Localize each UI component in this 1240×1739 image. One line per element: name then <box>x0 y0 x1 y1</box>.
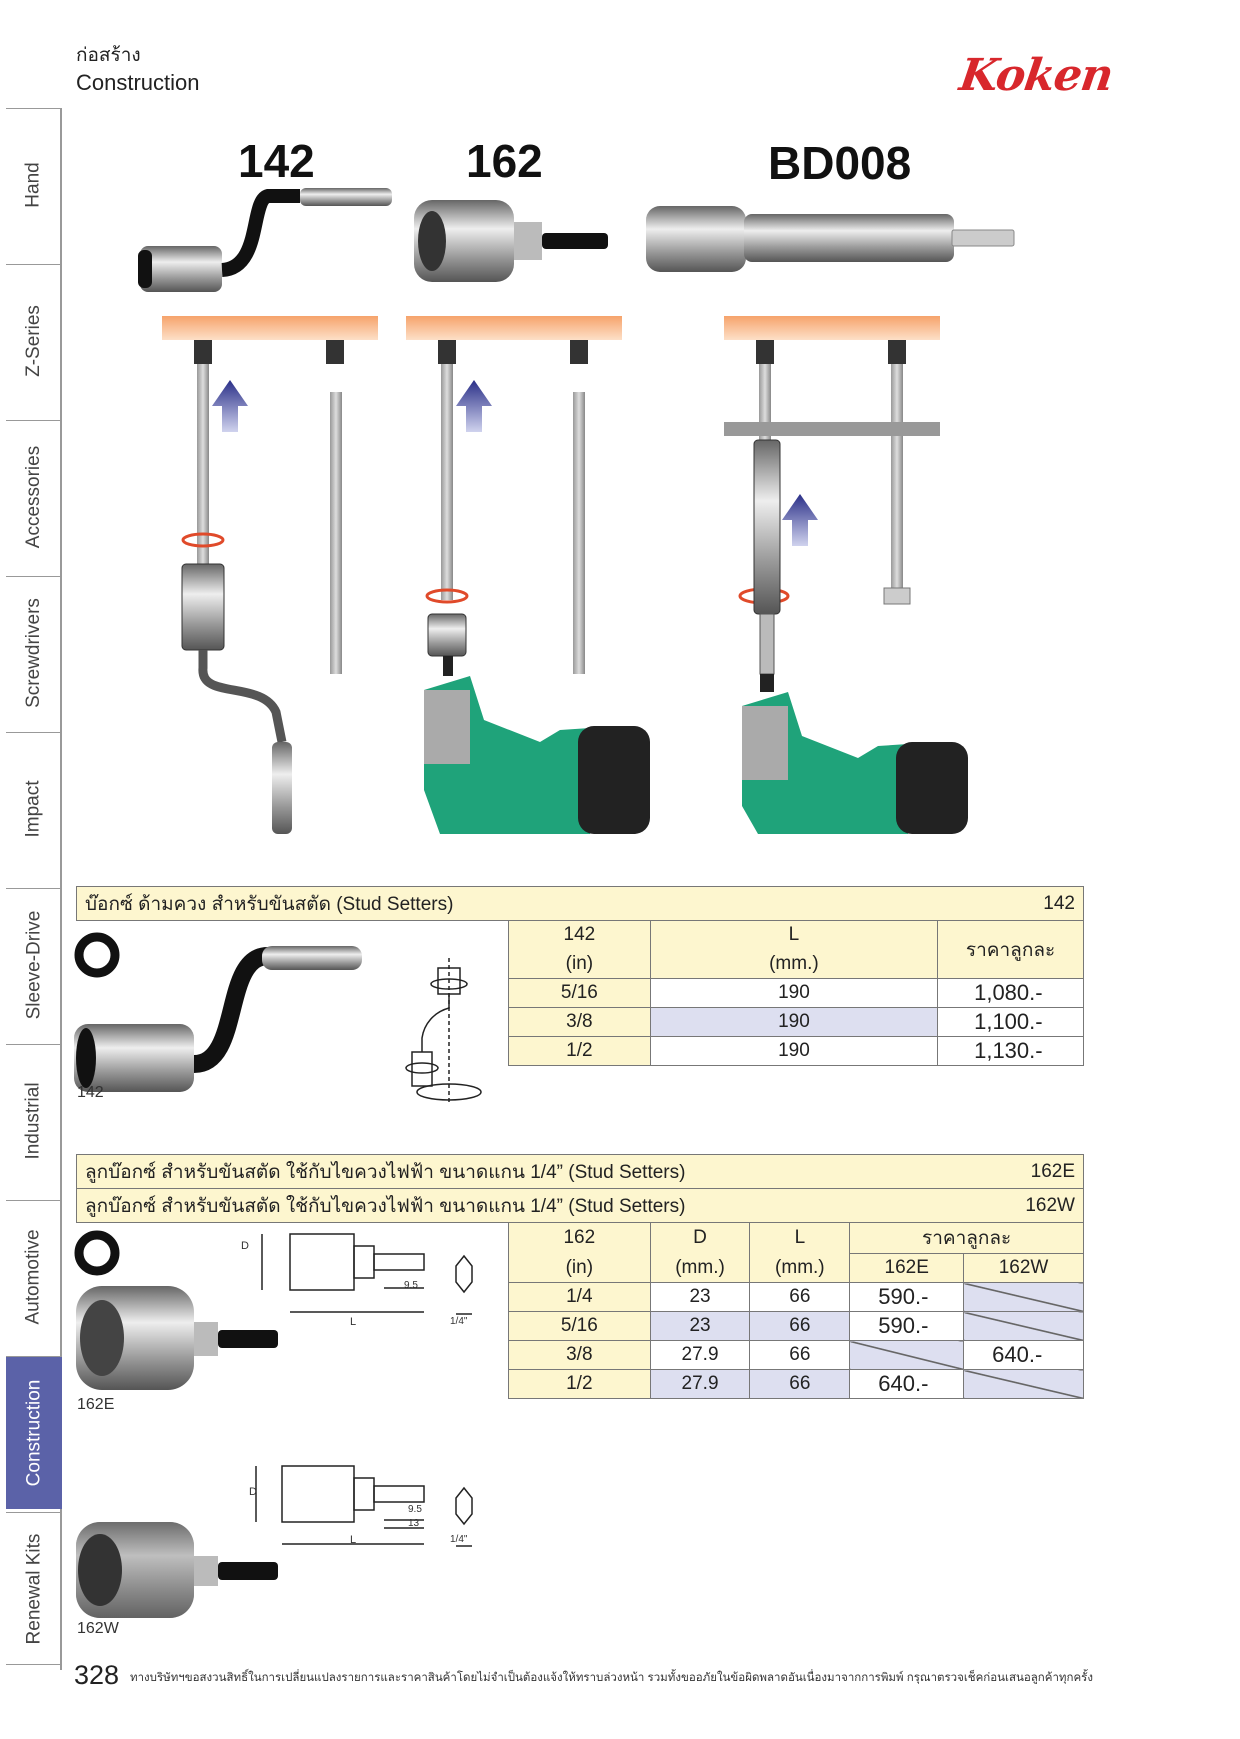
section-142-code: 142 <box>1043 892 1075 914</box>
usage-illustration <box>138 188 1015 834</box>
table-row: 1/4 23 66 590.- <box>508 1282 1084 1312</box>
tool-162w-detail-image <box>76 1465 473 1618</box>
tab-sleeve-drive[interactable]: Sleeve-Drive <box>6 888 62 1041</box>
tool-142-caption: 142 <box>77 1084 104 1101</box>
dim-13-label-w: 13 <box>408 1518 420 1529</box>
tool-162-photo <box>414 200 608 282</box>
tool-162e-caption: 162E <box>77 1396 115 1413</box>
tab-industrial[interactable]: Industrial <box>6 1044 62 1197</box>
tab-renewal-kits[interactable]: Renewal Kits <box>6 1512 62 1665</box>
section-142-header: บ๊อกซ์ ด้ามควง สำหรับขันสตัด (Stud Sette… <box>76 886 1084 921</box>
product-code-162: 162 <box>466 135 543 187</box>
section-162e-code: 162E <box>1030 1160 1075 1182</box>
not-available-cell <box>963 1311 1084 1341</box>
tab-construction[interactable]: Construction <box>6 1356 62 1509</box>
dim-quarter-label: 1/4" <box>450 1316 468 1327</box>
tab-hand[interactable]: Hand <box>6 108 62 261</box>
section-162e-header: ลูกบ๊อกซ์ สำหรับขันสตัด ใช้กับไขควงไฟฟ้า… <box>76 1154 1084 1189</box>
section-142-title: บ๊อกซ์ ด้ามควง สำหรับขันสตัด (Stud Sette… <box>85 893 454 915</box>
tab-impact[interactable]: Impact <box>6 732 62 885</box>
section-162w-title: ลูกบ๊อกซ์ สำหรับขันสตัด ใช้กับไขควงไฟฟ้า… <box>85 1195 686 1217</box>
dim-l-label-w: L <box>350 1534 357 1546</box>
tool-142-detail-image <box>74 932 482 1104</box>
table-row: 3/8 190 1,100.- <box>508 1007 1084 1037</box>
section-title-thai: ก่อสร้าง <box>76 45 141 66</box>
dim-d-label: D <box>241 1240 249 1252</box>
col-size-header: 162 <box>508 1222 651 1254</box>
tab-z-series[interactable]: Z-Series <box>6 264 62 417</box>
col-size-unit: (in) <box>508 949 651 979</box>
table-row: 1/2 190 1,130.- <box>508 1036 1084 1066</box>
col-price-162e: 162E <box>849 1253 965 1283</box>
tool-bd008-photo <box>646 206 1015 272</box>
tab-accessories[interactable]: Accessories <box>6 420 62 573</box>
dim-l-label: L <box>350 1316 357 1328</box>
table-row: 3/8 27.9 66 640.- <box>508 1340 1084 1370</box>
tool-142-photo <box>138 188 392 292</box>
dim-d-label-w: D <box>249 1486 257 1498</box>
col-price-header: ราคาลูกละ <box>937 920 1084 979</box>
dim-95-label: 9.5 <box>404 1280 418 1291</box>
table-row: 5/16 23 66 590.- <box>508 1311 1084 1341</box>
not-available-cell <box>963 1282 1084 1312</box>
table-142: 142 L ราคาลูกละ (in) (mm.) 5/16 190 1,08… <box>508 920 1084 1066</box>
col-size-unit: (in) <box>508 1253 651 1283</box>
col-d-unit: (mm.) <box>649 1253 751 1283</box>
category-sidebar: Hand Z-Series Accessories Screwdrivers I… <box>6 108 62 1670</box>
product-code-bd008: BD008 <box>768 137 912 189</box>
not-available-cell <box>963 1369 1084 1399</box>
col-l-unit: (mm.) <box>749 1253 851 1283</box>
not-available-cell <box>849 1340 965 1370</box>
product-code-142: 142 <box>238 135 315 187</box>
col-l-header: L <box>749 1222 851 1254</box>
col-price-header: ราคาลูกละ <box>849 1222 1084 1254</box>
table-row: 5/16 190 1,080.- <box>508 978 1084 1008</box>
section-162w-header: ลูกบ๊อกซ์ สำหรับขันสตัด ใช้กับไขควงไฟฟ้า… <box>76 1188 1084 1223</box>
col-price-162w: 162W <box>963 1253 1084 1283</box>
section-title-english: Construction <box>76 70 200 95</box>
table-162: 162 D L ราคาลูกละ (in) (mm.) (mm.) 162E … <box>508 1222 1084 1399</box>
col-d-header: D <box>649 1222 751 1254</box>
disclaimer-note: ทางบริษัทฯขอสงวนสิทธิ์ในการเปลี่ยนแปลงรา… <box>130 1672 1093 1684</box>
tab-screwdrivers[interactable]: Screwdrivers <box>6 576 62 729</box>
dim-quarter-label-w: 1/4" <box>450 1534 468 1545</box>
col-size-header: 142 <box>508 920 651 950</box>
col-l-unit: (mm.) <box>649 949 939 979</box>
col-l-header: L <box>649 920 939 950</box>
table-row: 1/2 27.9 66 640.- <box>508 1369 1084 1399</box>
tool-162e-detail-image <box>74 1230 473 1390</box>
page-number: 328 <box>74 1660 120 1690</box>
dim-95-label-w: 9.5 <box>408 1504 422 1515</box>
tab-automotive[interactable]: Automotive <box>6 1200 62 1353</box>
section-162e-title: ลูกบ๊อกซ์ สำหรับขันสตัด ใช้กับไขควงไฟฟ้า… <box>85 1161 686 1183</box>
tool-162w-caption: 162W <box>77 1620 119 1637</box>
section-162w-code: 162W <box>1025 1194 1075 1216</box>
